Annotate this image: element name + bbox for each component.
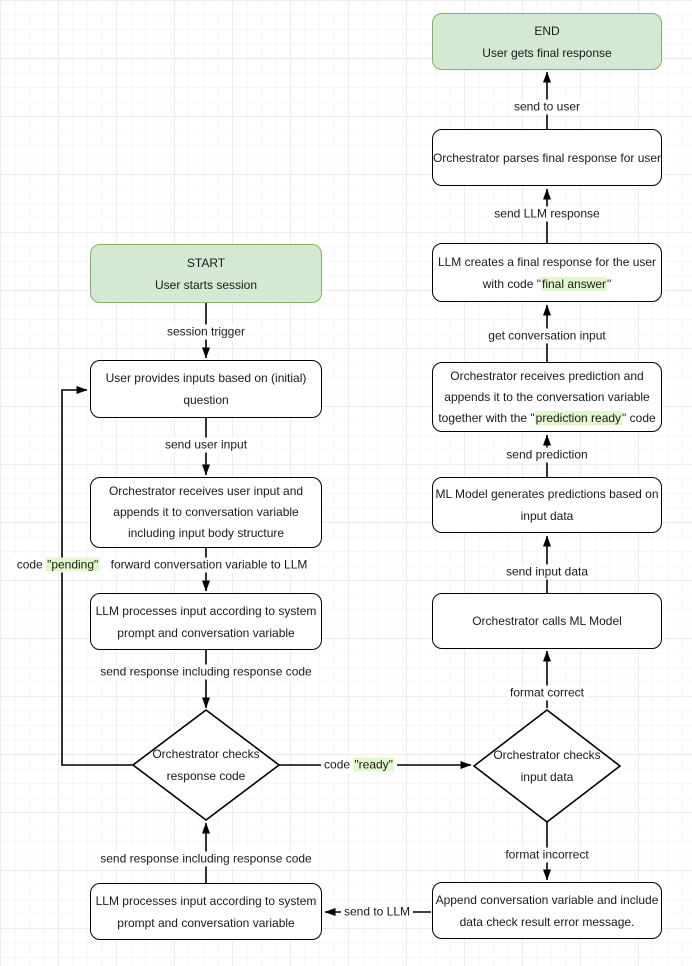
node-user-provides-inputs: User provides inputs based on (initial) … (90, 360, 322, 418)
label-text: code (16, 557, 47, 572)
node-label-line: prompt and conversation variable (117, 625, 295, 640)
edge-label-send-llm-response: send LLM response (491, 206, 603, 222)
node-label-line: Orchestrator checks (152, 747, 260, 761)
node-label-line: response code (166, 769, 246, 783)
edge-label-format-correct: format correct (506, 685, 588, 701)
edge-label-format-incorrect: format incorrect (502, 847, 592, 863)
node-label-line: LLM processes input according to system (95, 603, 317, 618)
edge-label-send-to-user: send to user (510, 99, 584, 115)
node-label-line: appends it to conversation variable (113, 505, 299, 519)
node-label-line: appends it to the conversation variable (444, 389, 650, 404)
code-prediction-ready-highlight: prediction ready (534, 410, 623, 425)
node-label-line: including input body structure (127, 526, 285, 540)
node-orch-receives-input: Orchestrator receives user input and app… (90, 477, 322, 548)
node-label-line: Orchestrator receives prediction and (450, 368, 644, 383)
edge-label-send-to-llm: send to LLM (340, 904, 414, 920)
edge-label-send-prediction: send prediction (503, 447, 591, 463)
diamond-check-input-label: Orchestrator checks input data (474, 710, 620, 822)
label-text: together with the " (438, 410, 535, 425)
node-end: END User gets final response (432, 13, 662, 70)
node-label-line: Orchestrator parses final response for u… (432, 150, 662, 165)
diamond-check-response-label: Orchestrator checks response code (133, 710, 279, 820)
node-label-line: with code "final answer" (482, 273, 612, 295)
node-ml-generates-predictions: ML Model generates predictions based on … (432, 477, 662, 533)
label-text: code (324, 757, 354, 772)
node-orch-receives-prediction: Orchestrator receives prediction and app… (432, 362, 662, 432)
node-label-line: together with the "prediction ready" cod… (438, 408, 656, 429)
node-start-subtitle: User starts session (154, 277, 258, 292)
node-orch-calls-ml-model: Orchestrator calls ML Model (432, 593, 662, 649)
label-text: " code (622, 410, 656, 425)
node-end-subtitle: User gets final response (482, 45, 612, 60)
edge-label-send-user-input: send user input (161, 437, 251, 453)
node-label-line: prompt and conversation variable (117, 915, 295, 930)
node-label-line: input data (520, 509, 574, 523)
node-label-line: LLM creates a final response for the use… (437, 254, 657, 269)
node-llm-processes-top: LLM processes input according to system … (90, 593, 322, 650)
code-ready-highlight: "ready" (353, 757, 394, 772)
node-start-title: START (186, 255, 226, 270)
node-start: START User starts session (90, 244, 322, 303)
node-label-line: LLM processes input according to system (95, 893, 317, 908)
edge-label-send-response-bottom: send response including response code (97, 851, 315, 867)
node-orch-parses-response: Orchestrator parses final response for u… (432, 129, 662, 186)
code-final-answer-highlight: final answer (541, 276, 608, 291)
code-pending-highlight: "pending" (46, 557, 100, 572)
edge-label-code-ready: code "ready" (321, 757, 397, 773)
node-label-line: Append conversation variable and include (435, 892, 659, 907)
node-label-line: Orchestrator calls ML Model (472, 614, 622, 628)
edge-code-pending-loop (61, 386, 133, 766)
node-label-line: ML Model generates predictions based on (435, 487, 659, 501)
node-end-title: END (534, 23, 560, 38)
diamond-check-input-shape (472, 708, 622, 824)
node-label-line: User provides inputs based on (initial) (105, 371, 307, 385)
edge-label-forward-conversation: forward conversation variable to LLM (107, 557, 311, 573)
node-label-line: question (183, 393, 229, 407)
node-label-line: Orchestrator checks (493, 748, 601, 762)
label-text: " (607, 276, 612, 291)
node-llm-final-response: LLM creates a final response for the use… (432, 243, 662, 302)
edge-label-send-input-data: send input data (502, 564, 592, 580)
node-label-line: input data (520, 770, 574, 784)
edge-label-get-conversation-input: get conversation input (485, 328, 609, 344)
edge-label-code-pending: code "pending" (13, 557, 103, 573)
label-text: with code " (482, 276, 541, 291)
node-llm-processes-bottom: LLM processes input according to system … (90, 883, 322, 940)
node-append-error-message: Append conversation variable and include… (432, 882, 662, 939)
edge-label-send-response-top: send response including response code (97, 664, 315, 680)
node-label-line: Orchestrator receives user input and (108, 484, 304, 498)
diamond-check-response-shape (131, 708, 281, 822)
node-label-line: data check result error message. (459, 914, 635, 929)
edge-label-session-trigger: session trigger (163, 324, 249, 340)
